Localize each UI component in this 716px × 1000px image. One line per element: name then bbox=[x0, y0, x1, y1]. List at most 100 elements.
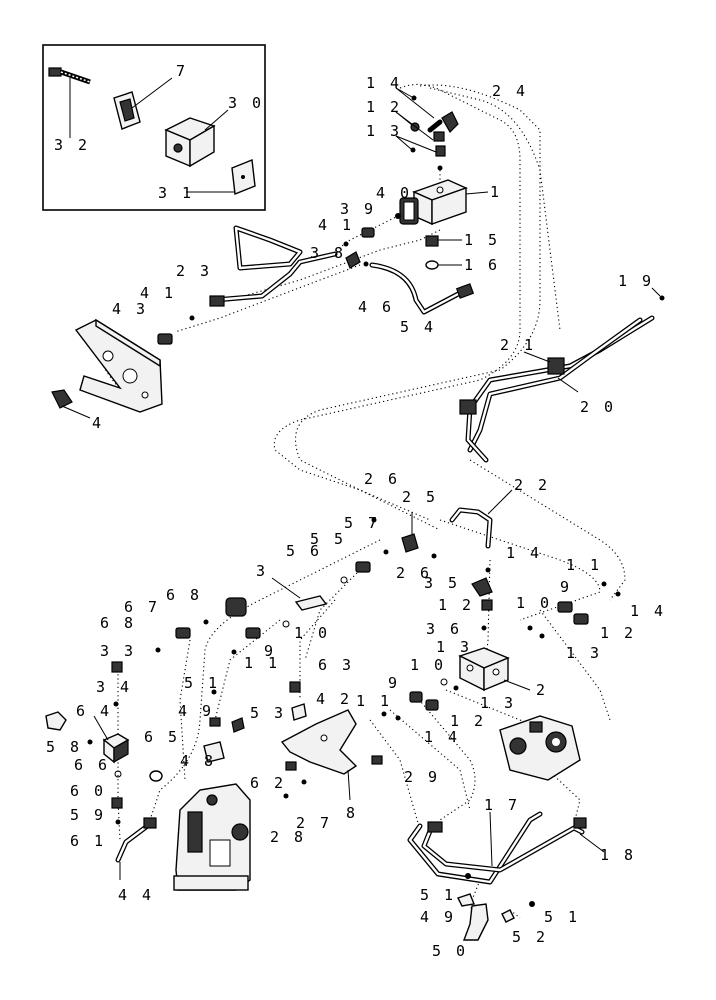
part-19-fitting bbox=[651, 287, 665, 301]
label-41-lower: 4 1 bbox=[140, 284, 176, 302]
right-mid-fittings bbox=[527, 581, 621, 639]
label-36: 3 6 bbox=[426, 620, 462, 638]
label-62: 6 2 bbox=[250, 774, 286, 792]
label-27: 2 7 bbox=[296, 814, 332, 832]
label-33: 3 3 bbox=[100, 642, 136, 660]
part-25-elbow bbox=[401, 512, 419, 553]
part-15-plug bbox=[425, 235, 462, 247]
part-32-bolt bbox=[48, 67, 91, 138]
label-14-upper: 1 4 bbox=[366, 74, 402, 92]
label-31: 3 1 bbox=[158, 184, 194, 202]
label-11-right: 1 1 bbox=[566, 556, 602, 574]
label-52: 5 2 bbox=[512, 928, 548, 946]
label-8: 8 bbox=[346, 804, 358, 822]
callout-labels: 3 2 7 3 0 3 1 1 4 2 4 1 2 1 3 1 4 0 3 9 … bbox=[46, 62, 666, 960]
label-51-mid: 5 1 bbox=[420, 886, 456, 904]
label-51-left: 5 1 bbox=[184, 674, 220, 692]
part-24-elbow bbox=[427, 111, 459, 133]
label-53: 5 3 bbox=[250, 704, 286, 722]
mounting-bracket bbox=[74, 318, 163, 413]
part-22-tube bbox=[449, 489, 513, 549]
label-26-upper: 2 6 bbox=[364, 470, 400, 488]
label-32: 3 2 bbox=[54, 136, 90, 154]
part-54-hose bbox=[369, 262, 475, 315]
label-55: 5 5 bbox=[310, 530, 346, 548]
label-61: 6 1 bbox=[70, 832, 106, 850]
part-23-tube bbox=[209, 225, 338, 307]
label-16: 1 6 bbox=[464, 256, 500, 274]
label-7: 7 bbox=[176, 62, 188, 80]
part-67-68-fittings bbox=[155, 597, 290, 655]
label-66: 6 6 bbox=[74, 756, 110, 774]
label-9-mid: 9 bbox=[264, 642, 276, 660]
label-44: 4 4 bbox=[118, 886, 154, 904]
part-7-plate bbox=[113, 77, 173, 130]
fittings-12-13-14-upper bbox=[395, 87, 446, 171]
label-11-mid: 1 1 bbox=[244, 654, 280, 672]
label-46: 4 6 bbox=[358, 298, 394, 316]
label-15: 1 5 bbox=[464, 231, 500, 249]
part-30-block bbox=[164, 109, 229, 168]
label-10-lower: 1 0 bbox=[410, 656, 446, 674]
label-2: 2 bbox=[536, 681, 548, 699]
inset-hardware-box bbox=[42, 44, 266, 211]
label-19: 1 9 bbox=[618, 272, 654, 290]
label-42: 4 2 bbox=[316, 690, 352, 708]
label-38: 3 8 bbox=[310, 244, 346, 262]
label-64: 6 4 bbox=[76, 702, 112, 720]
part-3-pin bbox=[271, 577, 328, 611]
label-68-lower: 6 8 bbox=[100, 614, 136, 632]
part-38-46-fitting bbox=[345, 251, 369, 269]
part-2-fittings bbox=[381, 678, 459, 721]
label-3: 3 bbox=[256, 562, 268, 580]
label-23: 2 3 bbox=[176, 262, 212, 280]
label-29: 2 9 bbox=[404, 768, 440, 786]
part-16-oring bbox=[425, 260, 462, 270]
label-41-upper: 4 1 bbox=[318, 216, 354, 234]
label-60: 6 0 bbox=[70, 782, 106, 800]
label-10-right: 1 0 bbox=[516, 594, 552, 612]
lower-right-hardware bbox=[457, 873, 535, 941]
label-59: 5 9 bbox=[70, 806, 106, 824]
label-9-lower: 9 bbox=[388, 674, 400, 692]
label-14-lower: 1 4 bbox=[424, 728, 460, 746]
main-pump-housing bbox=[173, 783, 251, 891]
label-58: 5 8 bbox=[46, 738, 82, 756]
label-13-lower: 1 3 bbox=[480, 694, 516, 712]
label-13-mid: 1 3 bbox=[436, 638, 472, 656]
label-68-upper: 6 8 bbox=[166, 586, 202, 604]
part-20-21-tubes bbox=[459, 315, 655, 463]
part-31-plate bbox=[186, 159, 256, 195]
part-40-39-41-upper bbox=[343, 213, 401, 247]
label-14-right: 1 4 bbox=[630, 602, 666, 620]
label-49-left: 4 9 bbox=[178, 702, 214, 720]
label-25: 2 5 bbox=[402, 488, 438, 506]
label-11-lower: 1 1 bbox=[356, 692, 392, 710]
label-57: 5 7 bbox=[344, 514, 380, 532]
lower-left-fittings bbox=[87, 661, 163, 825]
bracket-8 bbox=[280, 709, 358, 801]
label-39-upper: 3 9 bbox=[340, 200, 376, 218]
label-13-upper: 1 3 bbox=[366, 122, 402, 140]
right-housing bbox=[499, 715, 581, 781]
part-2-valve bbox=[458, 647, 531, 692]
label-56: 5 6 bbox=[286, 542, 322, 560]
label-10-mid: 1 0 bbox=[294, 624, 330, 642]
label-67: 6 7 bbox=[124, 598, 160, 616]
label-50: 5 0 bbox=[432, 942, 468, 960]
part-1-valve bbox=[399, 179, 489, 226]
label-63: 6 3 bbox=[318, 656, 354, 674]
clips-48-49-53 bbox=[203, 689, 245, 763]
label-48: 4 8 bbox=[180, 752, 216, 770]
part-44-tube bbox=[115, 817, 157, 880]
part-64-valve bbox=[93, 715, 130, 764]
part-41-43-fittings bbox=[157, 315, 195, 345]
label-24: 2 4 bbox=[492, 82, 528, 100]
label-17: 1 7 bbox=[484, 796, 520, 814]
label-49-right: 4 9 bbox=[420, 908, 456, 926]
label-54: 5 4 bbox=[400, 318, 436, 336]
label-30: 3 0 bbox=[228, 94, 264, 112]
part-58-nut bbox=[45, 711, 67, 731]
label-34: 3 4 bbox=[96, 678, 132, 696]
